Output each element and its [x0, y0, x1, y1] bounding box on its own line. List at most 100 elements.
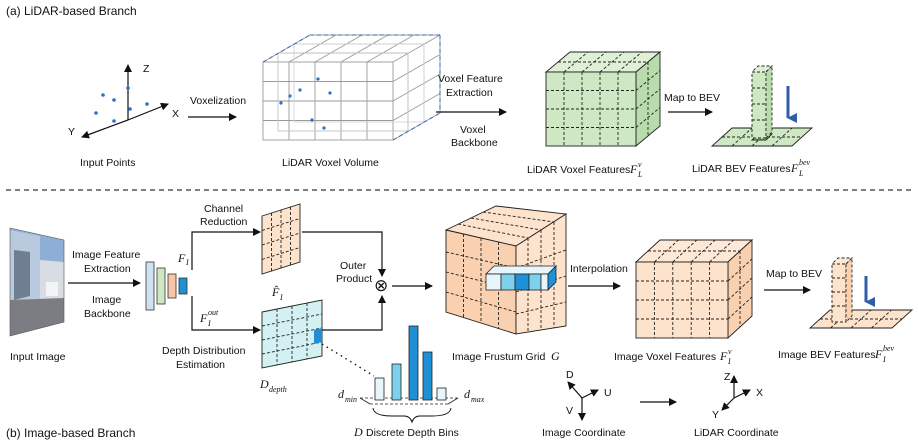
lidar-voxel-features-label: LiDAR Voxel Features — [527, 164, 630, 176]
outer-product-in-bottom — [322, 295, 386, 331]
depth-bins-symbol: D — [353, 425, 363, 439]
depth-dist-1: Depth Distribution — [162, 345, 246, 357]
depth-bins-label: Discrete Depth Bins — [366, 427, 459, 439]
image-voxel-features-cube — [634, 238, 754, 340]
input-points-label: Input Points — [80, 157, 135, 169]
axis-x-label: X — [172, 108, 179, 120]
axis-z-label: Z — [143, 63, 150, 75]
axis-z2-label: Z — [724, 371, 731, 383]
depth-bin-4 — [422, 351, 433, 401]
image-voxel-features-label: Image Voxel Features — [614, 351, 716, 363]
depth-bin-5 — [436, 387, 447, 401]
img-voxel-sup: v — [728, 347, 732, 356]
voxel-backbone-2: Backbone — [451, 137, 498, 149]
voxelization-label: Voxelization — [190, 95, 246, 107]
f-i-sub: I — [185, 258, 189, 267]
branch-a-title: (a) LiDAR-based Branch — [6, 4, 137, 18]
voxel-feature-extraction-2: Extraction — [446, 87, 493, 99]
channel-reduction-arrow — [191, 228, 261, 270]
lidar-bev-sub: L — [798, 169, 804, 178]
voxel-volume-label: LiDAR Voxel Volume — [282, 157, 379, 169]
lidar-coordinate-label: LiDAR Coordinate — [694, 427, 779, 439]
img-bev-symbol: F — [874, 347, 883, 361]
input-points-axes: Z X Y — [68, 63, 179, 139]
frustum-label: Image Frustum Grid — [452, 351, 546, 363]
f-hat-symbol: F̂ — [271, 285, 280, 299]
outer-product-2: Product — [336, 273, 372, 285]
depth-bins-plot — [359, 325, 459, 405]
voxel-volume-points — [279, 77, 332, 130]
img-bev-sub: I — [882, 355, 886, 364]
d-max-sub: max — [471, 395, 485, 404]
outer-product-1: Outer — [340, 260, 367, 272]
feature-bar-1 — [145, 261, 155, 311]
f-out-symbol: F — [199, 311, 208, 325]
lidar-bev-features — [710, 64, 814, 147]
image-bev-pillar — [830, 256, 854, 324]
image-feature-extraction-2: Extraction — [84, 263, 131, 275]
lidar-bev-features-label: LiDAR BEV Features — [692, 163, 791, 175]
axis-d-label: D — [566, 369, 574, 381]
frustum-highlight-row — [485, 265, 557, 291]
backbone-feature-stack — [145, 261, 188, 311]
channel-reduction-2: Reduction — [200, 216, 247, 228]
image-bev-features — [808, 256, 914, 329]
depth-dist-2: Estimation — [176, 359, 225, 371]
input-image-label: Input Image — [10, 351, 66, 363]
feature-bar-3 — [167, 273, 177, 299]
image-coordinate-label: Image Coordinate — [542, 427, 626, 439]
voxel-feature-extraction-1: Voxel Feature — [438, 73, 503, 85]
axis-v-label: V — [566, 405, 573, 417]
voxel-volume-dashed-outline — [262, 34, 441, 141]
axis-y2-label: Y — [712, 409, 719, 421]
depth-bin-3 — [408, 325, 419, 401]
image-coordinate-axes: D U V — [566, 369, 612, 421]
lidar-bev-symbol: F — [790, 161, 799, 175]
lidar-bev-sup: bev — [799, 158, 811, 167]
f-out-sup: out — [208, 308, 219, 317]
voxel-backbone-1: Voxel — [460, 124, 486, 136]
depth-bins-brace — [372, 407, 452, 424]
image-feature-extraction-1: Image Feature — [72, 249, 140, 261]
depth-estimation-arrow — [191, 296, 261, 334]
d-min-sub: min — [345, 395, 357, 404]
d-depth-symbol: D — [259, 377, 269, 391]
axis-x2-label: X — [756, 387, 763, 399]
depth-bin-2 — [391, 363, 402, 401]
lidar-voxel-sup: v — [638, 160, 642, 169]
img-voxel-sub: I — [727, 357, 731, 366]
d-depth-sub: depth — [269, 385, 287, 394]
feature-bar-2 — [156, 267, 166, 305]
axis-y-label: Y — [68, 126, 75, 138]
interpolation-label: Interpolation — [570, 263, 628, 275]
lidar-coordinate-axes: Z X Y — [712, 371, 763, 421]
lidar-voxel-volume — [262, 34, 441, 141]
input-image — [9, 227, 65, 337]
outer-product-in-top — [302, 231, 386, 277]
f-out-sub: I — [207, 319, 211, 328]
branch-b-title: (b) Image-based Branch — [6, 426, 135, 440]
map-to-bev-label-a: Map to BEV — [664, 92, 720, 104]
lidar-bev-pillar — [750, 64, 774, 140]
frustum-symbol: G — [551, 349, 560, 363]
f-hat-sub: I — [279, 293, 283, 302]
img-voxel-symbol: F — [719, 349, 728, 363]
map-to-bev-label-b: Map to BEV — [766, 268, 822, 280]
depth-bin-1 — [374, 377, 385, 401]
f-i-symbol: F — [177, 251, 186, 265]
image-backbone-1: Image — [92, 294, 121, 306]
outer-product-symbol: ⊗ — [374, 276, 388, 296]
d-min-symbol: d — [338, 387, 345, 401]
image-backbone-2: Backbone — [84, 308, 131, 320]
f-hat-feature-map — [261, 203, 301, 275]
channel-reduction-1: Channel — [204, 203, 243, 215]
d-max-symbol: d — [464, 387, 471, 401]
image-bev-features-label: Image BEV Features — [778, 349, 875, 361]
depth-distribution-map — [261, 299, 323, 369]
axis-u-label: U — [604, 387, 612, 399]
depth-leader-line — [321, 343, 375, 377]
lidar-voxel-symbol: F — [629, 162, 638, 176]
lidar-voxel-sub: L — [637, 170, 643, 179]
